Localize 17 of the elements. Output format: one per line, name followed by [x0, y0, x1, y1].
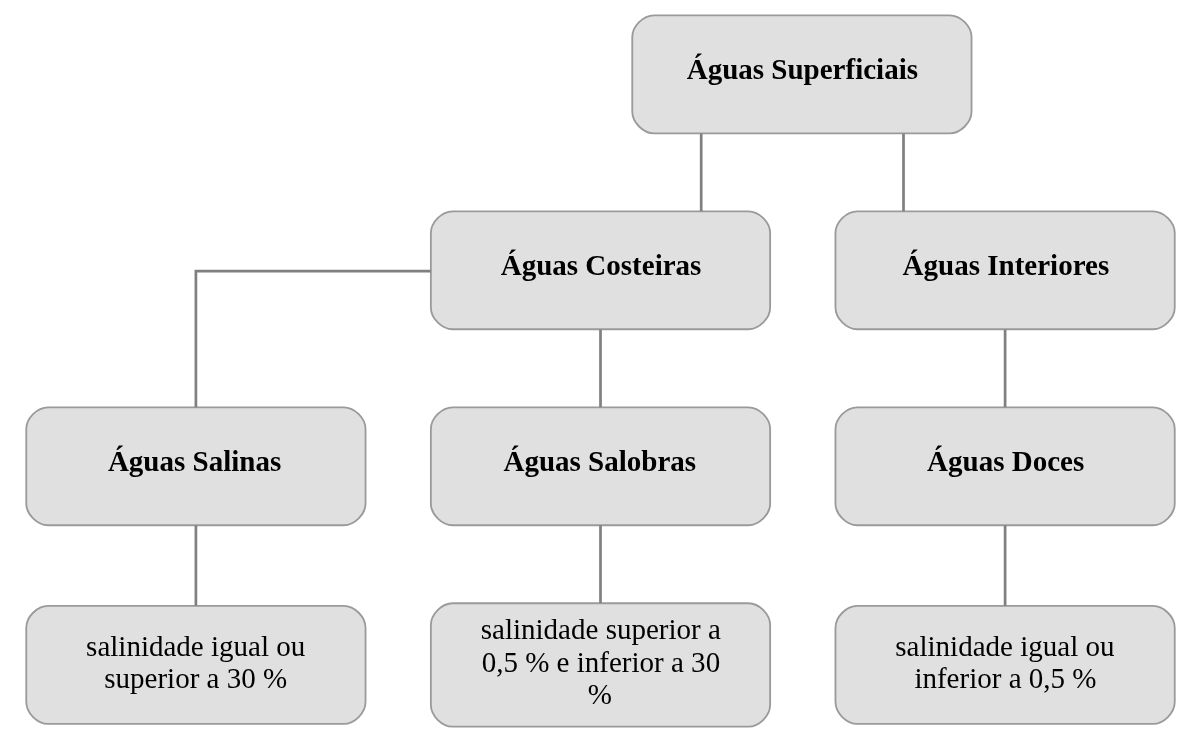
node-box: salinidade igual ou inferior a 0,5 %	[834, 605, 1176, 725]
connector	[194, 269, 431, 408]
node-box: salinidade superior a 0,5 % e inferior a 30 %	[429, 602, 772, 728]
connector	[599, 329, 602, 408]
node-box: Águas Salinas	[25, 406, 367, 527]
node-box: Águas Costeiras	[429, 210, 772, 331]
node-box: salinidade igual ou superior a 30 %	[25, 605, 367, 725]
connector	[902, 133, 905, 212]
node-box: Águas Superficiais	[631, 14, 973, 135]
node-box: Águas Salobras	[429, 406, 772, 527]
connector	[599, 525, 602, 603]
connector	[1003, 329, 1007, 408]
node-box: Águas Doces	[834, 406, 1176, 527]
connector	[699, 133, 703, 212]
node-box: Águas Interiores	[834, 210, 1176, 331]
connector	[1003, 525, 1007, 606]
connector	[194, 525, 198, 606]
